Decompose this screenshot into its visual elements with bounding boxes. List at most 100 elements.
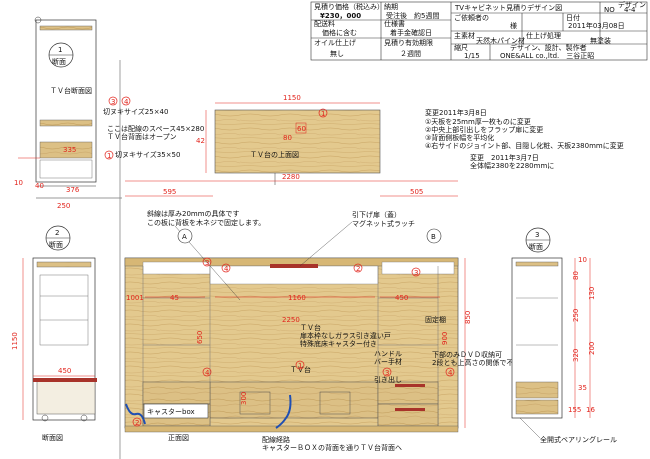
top-view-label: ＴＶ台の上面図 [250,150,299,159]
top-view-dim-1150: 1150 [283,94,301,102]
tv-stand-label-1: ＴＶ台 [300,323,321,332]
section-3-no: 3 [535,231,539,239]
s3-dim-155: 155 [568,406,581,414]
s3-dim-320: 320 [572,349,580,362]
dim-900: 900 [441,332,449,345]
top-view-dim-60: 60 [297,125,306,133]
design-no: 4-4 [624,6,636,14]
dim-595: 595 [163,188,176,196]
front-view [124,180,466,433]
spec-value: 着手金確認日 [390,28,432,37]
section-1-label: 断面 [52,57,66,66]
lead-value: 受注後 約5週間 [386,11,439,20]
handle-label-1: ハンドル [374,350,402,358]
estimate-value: ¥230，000 [320,12,361,20]
cut-size-1: 切ヌキサイズ25×40 [103,107,168,116]
oil-value: 無し [330,49,344,58]
oil-label: オイル仕上げ [314,38,356,47]
dim-650: 650 [196,331,204,344]
finish-label: 仕上げ処理 [526,31,561,40]
section-marker-a: A [182,233,187,241]
s3-dim-16: 16 [586,406,595,414]
tv-stand-label-3: 特殊底床キャスター付き [300,339,377,348]
nc-6: 1 [298,362,302,370]
diagonal-note-2: この板に背板を木ネジで固定します。 [147,218,265,227]
nc-4: 3 [414,269,418,277]
section-2-no: 2 [55,229,59,237]
circle-4-a: 4 [124,98,129,106]
dim-1001: 1001 [126,294,144,302]
estimate-label: 見積り価格（税込み） [314,2,384,11]
s3-dim-35: 35 [578,384,587,392]
delivery-value: 価格に含む [322,28,357,37]
dim-376: 376 [66,186,80,194]
scale-label: 縮尺 [454,43,468,52]
nc-2: 4 [224,265,229,273]
date-label: 日付 [566,13,580,22]
design-by-value: ONE&ALL co.,ltd. 三谷正昭 [500,51,594,60]
section-2-bottom-label: 断面図 [42,433,63,442]
diagonal-note-1: 斜線は厚み20mmの具体です [147,209,240,218]
date-value: 2011年03月08日 [568,21,625,30]
tv-label: ＴＶ台 [290,365,311,374]
fixed-shelf-label: 固定棚 [425,315,446,324]
section-3-dims: 10 80 250 320 130 200 35 155 16 [568,256,596,414]
nc-5: 4 [205,369,210,377]
dim-250: 250 [57,202,70,210]
validity-value: ２週間 [400,49,421,58]
front-view-label: 正面図 [168,434,189,442]
cut-size-2: 切ヌキサイズ35×50 [115,150,180,159]
customer-suffix: 様 [510,21,517,30]
spec-label: 仕様書 [384,19,405,28]
dim-2250: 2250 [282,316,300,324]
rail-label: 全開式ベアリングレール [540,435,617,444]
scale-value: 1/15 [464,52,480,60]
wiring-space-note: ここは配線のスペース45×280 [107,124,204,133]
top-view-dim-42: 42 [196,137,205,145]
caster-box-label: キャスターbox [147,407,195,416]
side-section-3 [511,257,591,419]
nc-1: 3 [205,259,209,267]
s3-dim-130: 130 [588,287,596,300]
title-block [310,1,648,61]
material-label: 主素材 [454,31,475,40]
dim-850: 850 [464,311,472,324]
lead-label: 納期 [384,2,398,11]
change-item-1: ①天板を25mm厚一枚ものに変更 [425,117,531,126]
section-2-dim-450: 450 [58,367,71,375]
section-1-no: 1 [58,46,62,54]
top-view-circle: 1 [321,110,325,118]
change-header-1: 変更2011年3月8日 [425,108,487,117]
nc-7: 2 [135,419,139,427]
overall-width-note: 全体幅2380を2280mmに [470,161,554,170]
change-item-4: ④右サイドのジョイント部、目隠し化粧、天板2380mmに変更 [425,141,624,150]
dvd-label-2: 2段とも上高さの関係で不可 [432,358,520,367]
customer-label: ご依頼者の [454,13,489,22]
dim-45: 45 [170,294,179,302]
dim-10: 10 [14,179,23,187]
side-section-2 [22,257,97,422]
s3-dim-250: 250 [572,309,580,322]
top-view-dim-80: 80 [283,134,292,142]
nc-9: 4 [448,369,453,377]
design-no-label2: NO [604,6,615,14]
circle-1-a: 1 [107,152,111,160]
section-marker-b: B [431,233,436,241]
wiring-route-label-1: 配線経路 [262,435,290,444]
dim-450: 450 [395,294,408,302]
change-item-2: ②中央上部引出しをフラップ扉に変更 [425,125,543,134]
pull-door-label: 引下げ扉（蓋） [352,210,401,219]
section-2-label: 断面 [49,240,63,249]
nc-8: 3 [385,369,389,377]
section-2-dim-1150: 1150 [11,332,19,350]
section-3-label: 断面 [529,242,543,251]
magnet-latch-label: マグネット式ラッチ [352,219,415,228]
tv-section-label: ＴＶ台断面図 [50,86,92,95]
dim-335: 335 [63,146,76,154]
tv-back-open-note: ＴＶ台背面はオープン [107,132,177,141]
dim-1160: 1160 [288,294,306,302]
finish-value: 無塗装 [590,36,611,45]
dim-300: 300 [240,392,248,405]
validity-label: 見積り有効期限 [384,38,433,47]
